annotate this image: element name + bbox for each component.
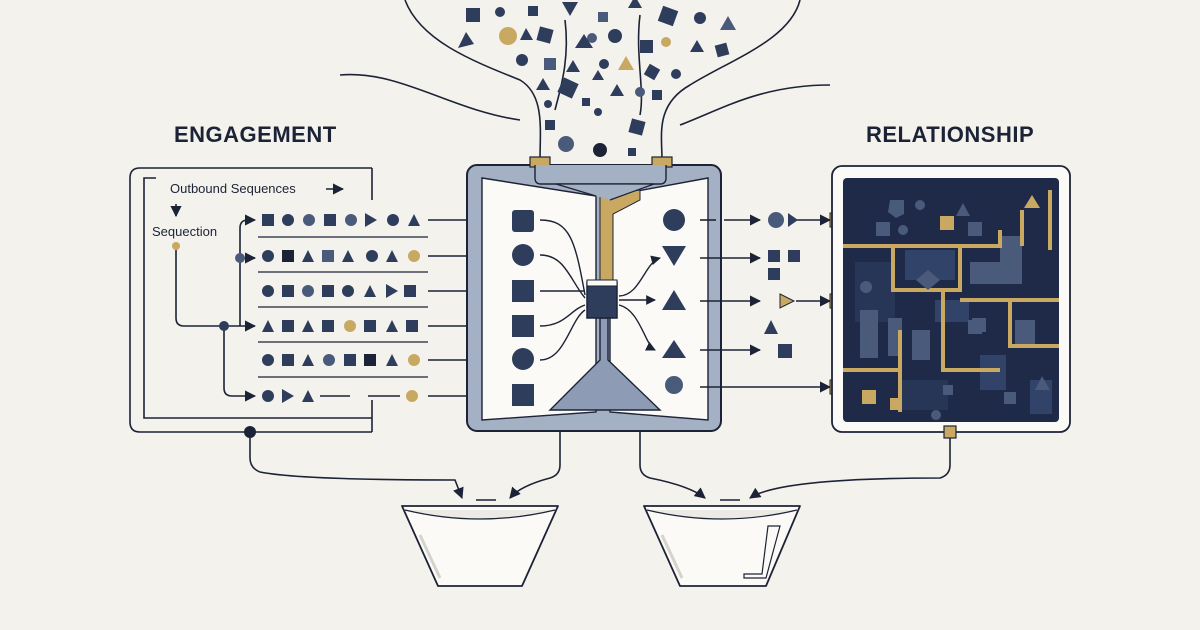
sequection-label: Sequection: [152, 224, 218, 239]
sequence-row: [258, 250, 488, 273]
processor-unit: [466, 156, 722, 432]
label-arrows: [170, 183, 345, 218]
outbound-sequences-label: Outbound Sequences: [170, 181, 296, 196]
sequence-row: [258, 320, 488, 343]
processor-inputs: [512, 210, 534, 406]
processor-outputs: [662, 209, 686, 394]
sequence-rows: [258, 213, 488, 403]
sequence-row: [262, 389, 488, 403]
sequence-row: [258, 284, 488, 308]
junction-node: [235, 253, 245, 263]
output-arrows: [700, 214, 832, 393]
bowl-right: [643, 505, 801, 587]
shape-funnel: [339, 0, 831, 161]
output-node: [943, 425, 957, 439]
engagement-title: ENGAGEMENT: [174, 122, 337, 147]
output-node: [244, 426, 256, 438]
processor-wires: [539, 219, 661, 361]
transit-shapes: [764, 212, 843, 395]
junction-node: [219, 321, 229, 331]
sequence-row: [258, 354, 488, 378]
falling-shapes: [458, 0, 736, 157]
sequence-row: [258, 213, 488, 238]
engagement-frame: [129, 167, 373, 433]
bottom-connectors: [249, 432, 951, 501]
relationship-maze: [831, 165, 1071, 433]
sequence-connectors: [172, 214, 257, 402]
relationship-title: RELATIONSHIP: [866, 122, 1035, 147]
bowl-left: [401, 505, 559, 587]
